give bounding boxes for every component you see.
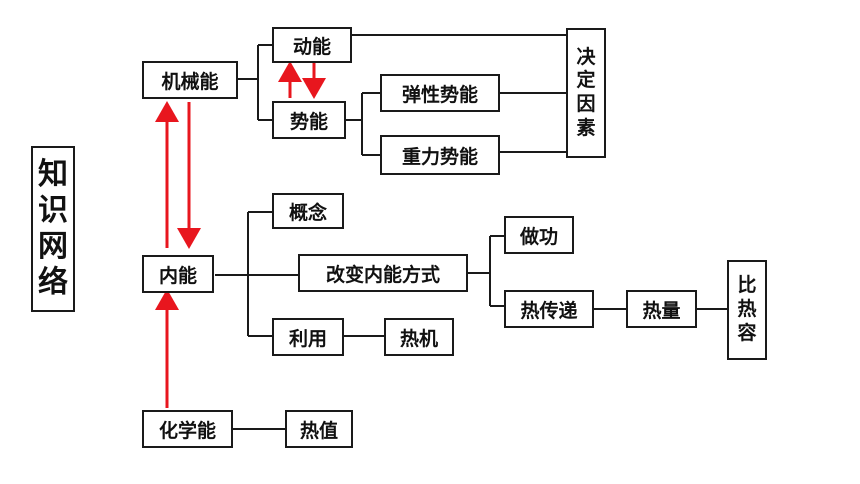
node-gravitational-potential: 重力势能: [380, 135, 500, 175]
node-heat-engine: 热机: [384, 318, 454, 356]
node-chemical-energy: 化学能: [142, 410, 233, 448]
title-char: 网: [38, 229, 68, 264]
mechanical-branch-lines: [238, 34, 566, 156]
node-determining-factors: 决 定 因 素: [566, 28, 606, 158]
node-heat-transfer: 热传递: [504, 290, 594, 328]
factor-char: 定: [576, 69, 596, 92]
node-work: 做功: [504, 216, 574, 254]
node-elastic-potential: 弹性势能: [380, 74, 500, 112]
node-kinetic-energy: 动能: [272, 27, 352, 63]
node-mechanical-energy: 机械能: [142, 61, 238, 99]
node-heat-value: 热值: [285, 410, 353, 448]
specific-heat-char: 热: [737, 298, 757, 321]
node-change-methods: 改变内能方式: [298, 254, 468, 292]
specific-heat-char: 比: [737, 274, 757, 297]
title-char: 识: [38, 193, 68, 228]
factor-char: 因: [576, 93, 596, 115]
node-heat-quantity: 热量: [626, 290, 697, 328]
title-char: 知: [38, 157, 68, 192]
specific-heat-char: 容: [737, 321, 757, 344]
knowledge-network-title: 知 识 网 络: [31, 146, 75, 312]
conversion-arrows: [155, 61, 326, 408]
factor-char: 决: [576, 45, 596, 68]
node-potential-energy: 势能: [272, 101, 346, 139]
factor-char: 素: [576, 116, 596, 139]
node-specific-heat-capacity: 比 热 容: [727, 260, 767, 360]
internal-branch-lines: [215, 211, 727, 337]
node-concept: 概念: [272, 193, 344, 229]
node-internal-energy: 内能: [142, 255, 214, 293]
title-char: 络: [38, 265, 68, 300]
node-usage: 利用: [272, 318, 344, 356]
